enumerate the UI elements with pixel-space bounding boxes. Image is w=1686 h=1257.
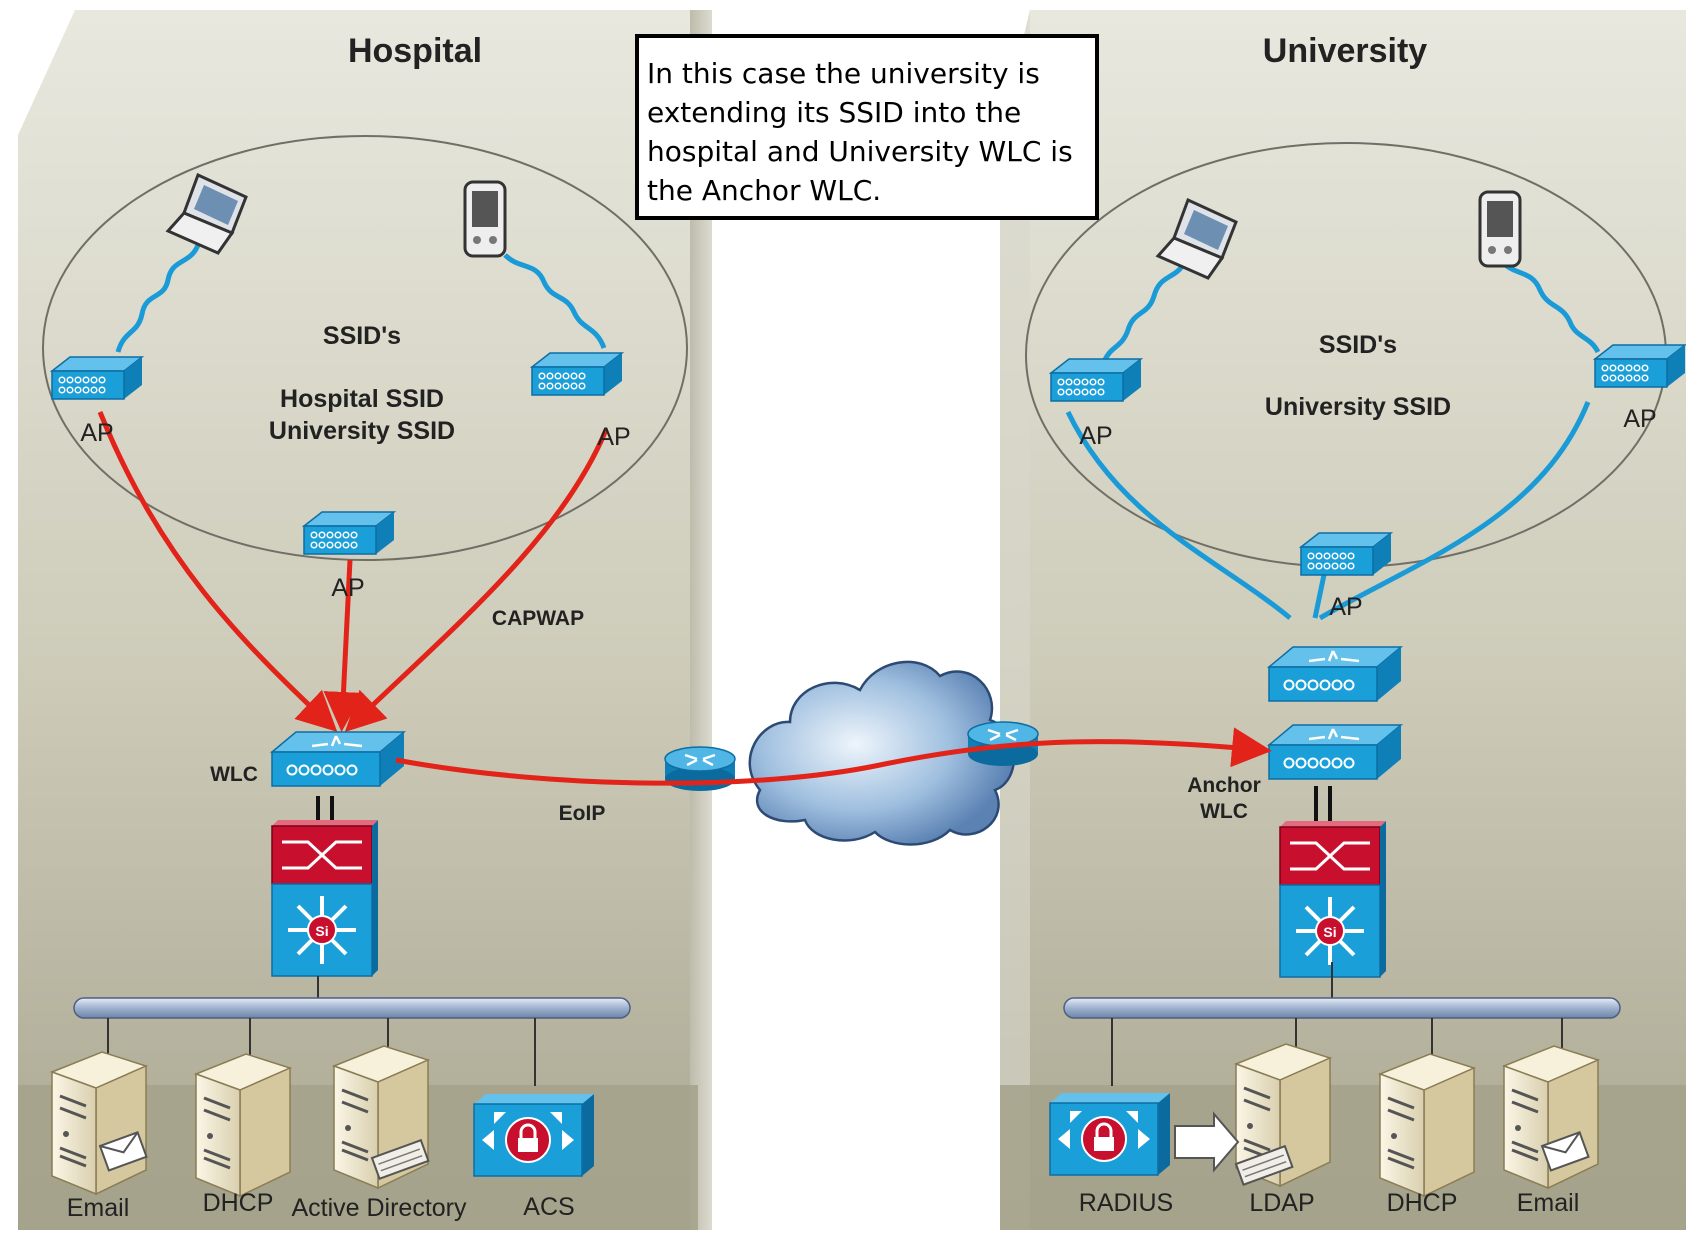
access-point-icon (1594, 344, 1686, 388)
core-switch-icon: Si (271, 820, 378, 977)
wlc-controller-icon (1267, 645, 1403, 703)
ap-label: AP (597, 423, 630, 451)
email-envelope-icon (1540, 1131, 1590, 1172)
server-label: Active Directory (291, 1194, 467, 1222)
university-server-labels: RADIUS LDAP DHCP Email (1079, 1189, 1579, 1217)
server-label: Email (67, 1194, 130, 1222)
server-label: ACS (523, 1193, 574, 1221)
hospital-lan-bus (73, 997, 631, 1019)
directory-keyboard-icon (370, 1138, 430, 1180)
access-point-icon (1300, 532, 1392, 576)
access-point-icon (531, 352, 623, 396)
laptop-icon (165, 172, 248, 255)
capwap-tunnels (97, 411, 609, 732)
anchor-wlc-label-1: Anchor (1187, 774, 1261, 797)
explanation-note: In this case the university is extending… (635, 34, 1099, 220)
ap-label: AP (80, 419, 113, 447)
pda-icon (1478, 190, 1522, 268)
router-icon (664, 746, 736, 791)
university-ssid-1: University SSID (1265, 393, 1451, 421)
server-label: Email (1517, 1189, 1580, 1217)
email-envelope-icon (98, 1131, 148, 1172)
access-point-icon (49, 356, 145, 400)
pda-icon (463, 180, 507, 258)
svg-text:Si: Si (315, 923, 328, 939)
directory-keyboard-icon (1234, 1144, 1294, 1186)
security-appliance-icon (473, 1094, 594, 1177)
hospital-building (18, 10, 712, 1230)
security-appliance-icon (1048, 1091, 1172, 1177)
hospital-server-labels: Email DHCP Active Directory ACS (67, 1189, 575, 1222)
ap-label: AP (331, 574, 364, 602)
server-label: DHCP (1387, 1189, 1458, 1217)
core-switch-icon (1278, 819, 1388, 979)
university-lan-bus (1063, 997, 1621, 1019)
wireless-links (115, 243, 1601, 364)
hospital-title: Hospital (348, 32, 482, 70)
server-icon (49, 1051, 149, 1196)
wlc-controller-icon (1267, 723, 1403, 781)
ap-label: AP (1623, 405, 1656, 433)
server-label: LDAP (1249, 1189, 1314, 1217)
access-point-icon (1050, 358, 1142, 402)
university-ap-links (1065, 401, 1591, 621)
eoip-tunnel (395, 727, 1272, 786)
access-point-icon (303, 511, 395, 555)
server-icon (194, 1052, 292, 1198)
capwap-label: CAPWAP (492, 607, 584, 630)
server-label: RADIUS (1079, 1189, 1173, 1217)
server-label: DHCP (203, 1189, 274, 1217)
anchor-wlc-label-2: WLC (1200, 800, 1248, 823)
university-ssid-heading: SSID's (1319, 331, 1397, 359)
hospital-ssid-heading: SSID's (323, 322, 401, 350)
wlc-controller-icon (269, 731, 407, 787)
hospital-ssid-coverage (42, 135, 688, 561)
wlc-label: WLC (210, 763, 258, 786)
laptop-icon (1155, 197, 1238, 280)
university-title: University (1263, 32, 1427, 70)
ap-label: AP (1079, 422, 1112, 450)
eoip-label: EoIP (559, 802, 606, 825)
hospital-ssid-2: University SSID (269, 417, 455, 445)
flow-arrow-icon (1174, 1111, 1240, 1173)
ap-label: AP (1329, 593, 1362, 621)
server-icon (1378, 1052, 1476, 1198)
hospital-ssid-1: Hospital SSID (280, 385, 444, 413)
